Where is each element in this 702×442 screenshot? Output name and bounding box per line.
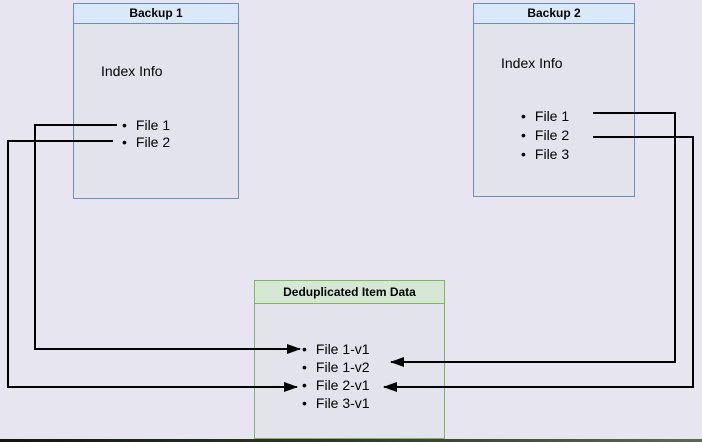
backup1-node: Backup 1 Index Info <box>73 3 239 199</box>
backup1-file-list: File 1 File 2 <box>122 117 170 151</box>
backup2-file-list: File 1 File 2 File 3 <box>521 107 569 164</box>
list-item: File 3 <box>521 145 569 164</box>
list-item: File 1 <box>122 117 170 134</box>
backup1-subtitle: Index Info <box>101 63 163 79</box>
list-item: File 2 <box>122 134 170 151</box>
backup1-title: Backup 1 <box>74 4 238 24</box>
list-item: File 2-v1 <box>302 376 370 394</box>
backup2-node: Backup 2 Index Info <box>473 3 635 197</box>
backup2-subtitle: Index Info <box>501 55 563 71</box>
dedup-item-list: File 1-v1 File 1-v2 File 2-v1 File 3-v1 <box>302 340 370 412</box>
list-item: File 1-v2 <box>302 358 370 376</box>
list-item: File 1 <box>521 107 569 126</box>
list-item: File 3-v1 <box>302 394 370 412</box>
dedup-title: Deduplicated Item Data <box>255 281 444 304</box>
window-edge-strip <box>0 439 702 442</box>
backup2-title: Backup 2 <box>474 4 634 24</box>
list-item: File 2 <box>521 126 569 145</box>
list-item: File 1-v1 <box>302 340 370 358</box>
